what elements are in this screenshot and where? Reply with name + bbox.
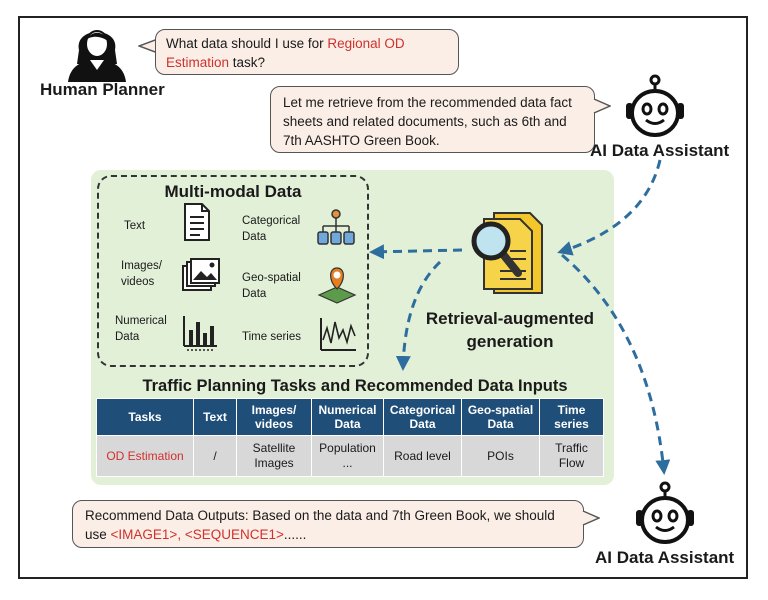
arrow-rag-to-table [395, 260, 442, 371]
tasks-table-title: Traffic Planning Tasks and Recommended D… [142, 377, 568, 395]
table-header-cell: Images/ videos [236, 398, 312, 436]
map-pin-icon [317, 267, 357, 304]
ai-assistant-top-label: AI Data Assistant [590, 141, 730, 160]
tasks-table: Tasks Text Images/ videos Numerical Data… [96, 398, 604, 477]
table-header-cell: Time series [539, 398, 604, 436]
rag-label-line2: generation [466, 332, 554, 351]
line-chart-icon [320, 318, 356, 351]
rag-label: Retrieval-augmented generation [410, 307, 610, 353]
arrow-rag-to-data [369, 244, 463, 260]
text-label: Text [124, 220, 146, 232]
assistant-retrieve-bubble: Let me retrieve from the recommended dat… [270, 86, 595, 153]
bubble-tail [582, 510, 600, 526]
multimodal-data-box: Multi-modal Data [97, 175, 369, 367]
magnifier-documents-icon [471, 212, 543, 294]
table-cell: POIs [461, 435, 540, 477]
images-videos-label: Images/ videos [121, 260, 162, 288]
numerical-data-label: Numerical Data [115, 315, 167, 343]
table-cell: / [193, 435, 237, 477]
question-text: What data should I use for [166, 36, 328, 51]
robot-icon [636, 481, 694, 544]
table-cell: Satellite Images [236, 435, 312, 477]
images-icon [182, 258, 220, 291]
document-icon [184, 203, 210, 241]
output-highlight: <IMAGE1>, <SEQUENCE1> [110, 527, 284, 542]
human-planner-label: Human Planner [40, 80, 165, 99]
bar-chart-icon [183, 316, 217, 351]
bubble-tail [593, 98, 611, 114]
output-text: Recommend Data Outputs: Based on the dat… [85, 508, 555, 542]
table-cell-task: OD Estimation [96, 435, 194, 477]
human-question-bubble: What data should I use for Regional OD E… [155, 29, 459, 75]
time-series-label: Time series [242, 331, 301, 343]
table-header-cell: Categorical Data [383, 398, 462, 436]
table-header-cell: Numerical Data [311, 398, 384, 436]
human-avatar-icon [68, 30, 126, 82]
bubble-tail [138, 38, 158, 54]
question-highlight: Regional OD Estimation [166, 36, 405, 70]
table-cell: Traffic Flow [539, 435, 604, 477]
ai-assistant-bottom-label: AI Data Assistant [595, 548, 735, 567]
multimodal-title: Multi-modal Data [164, 182, 302, 201]
assistant-retrieve-text: Let me retrieve from the recommended dat… [283, 95, 572, 148]
categorical-data-label: Categorical Data [242, 215, 301, 243]
table-cell: Road level [383, 435, 462, 477]
table-header-cell: Text [193, 398, 237, 436]
geo-spatial-data-label: Geo-spatial Data [242, 272, 301, 300]
hierarchy-icon [317, 209, 355, 245]
figure-frame [18, 16, 748, 579]
arrow-assistant-to-rag [557, 159, 662, 256]
assistant-output-bubble: Recommend Data Outputs: Based on the dat… [72, 500, 584, 548]
rag-label-line1: Retrieval-augmented [425, 309, 595, 328]
question-end: task? [229, 55, 266, 70]
table-header-cell: Tasks [96, 398, 194, 436]
output-end: ...... [283, 527, 307, 542]
robot-icon [626, 74, 684, 137]
table-row: OD Estimation / Satellite Images Populat… [96, 435, 604, 477]
arrow-rag-to-output [561, 253, 671, 475]
